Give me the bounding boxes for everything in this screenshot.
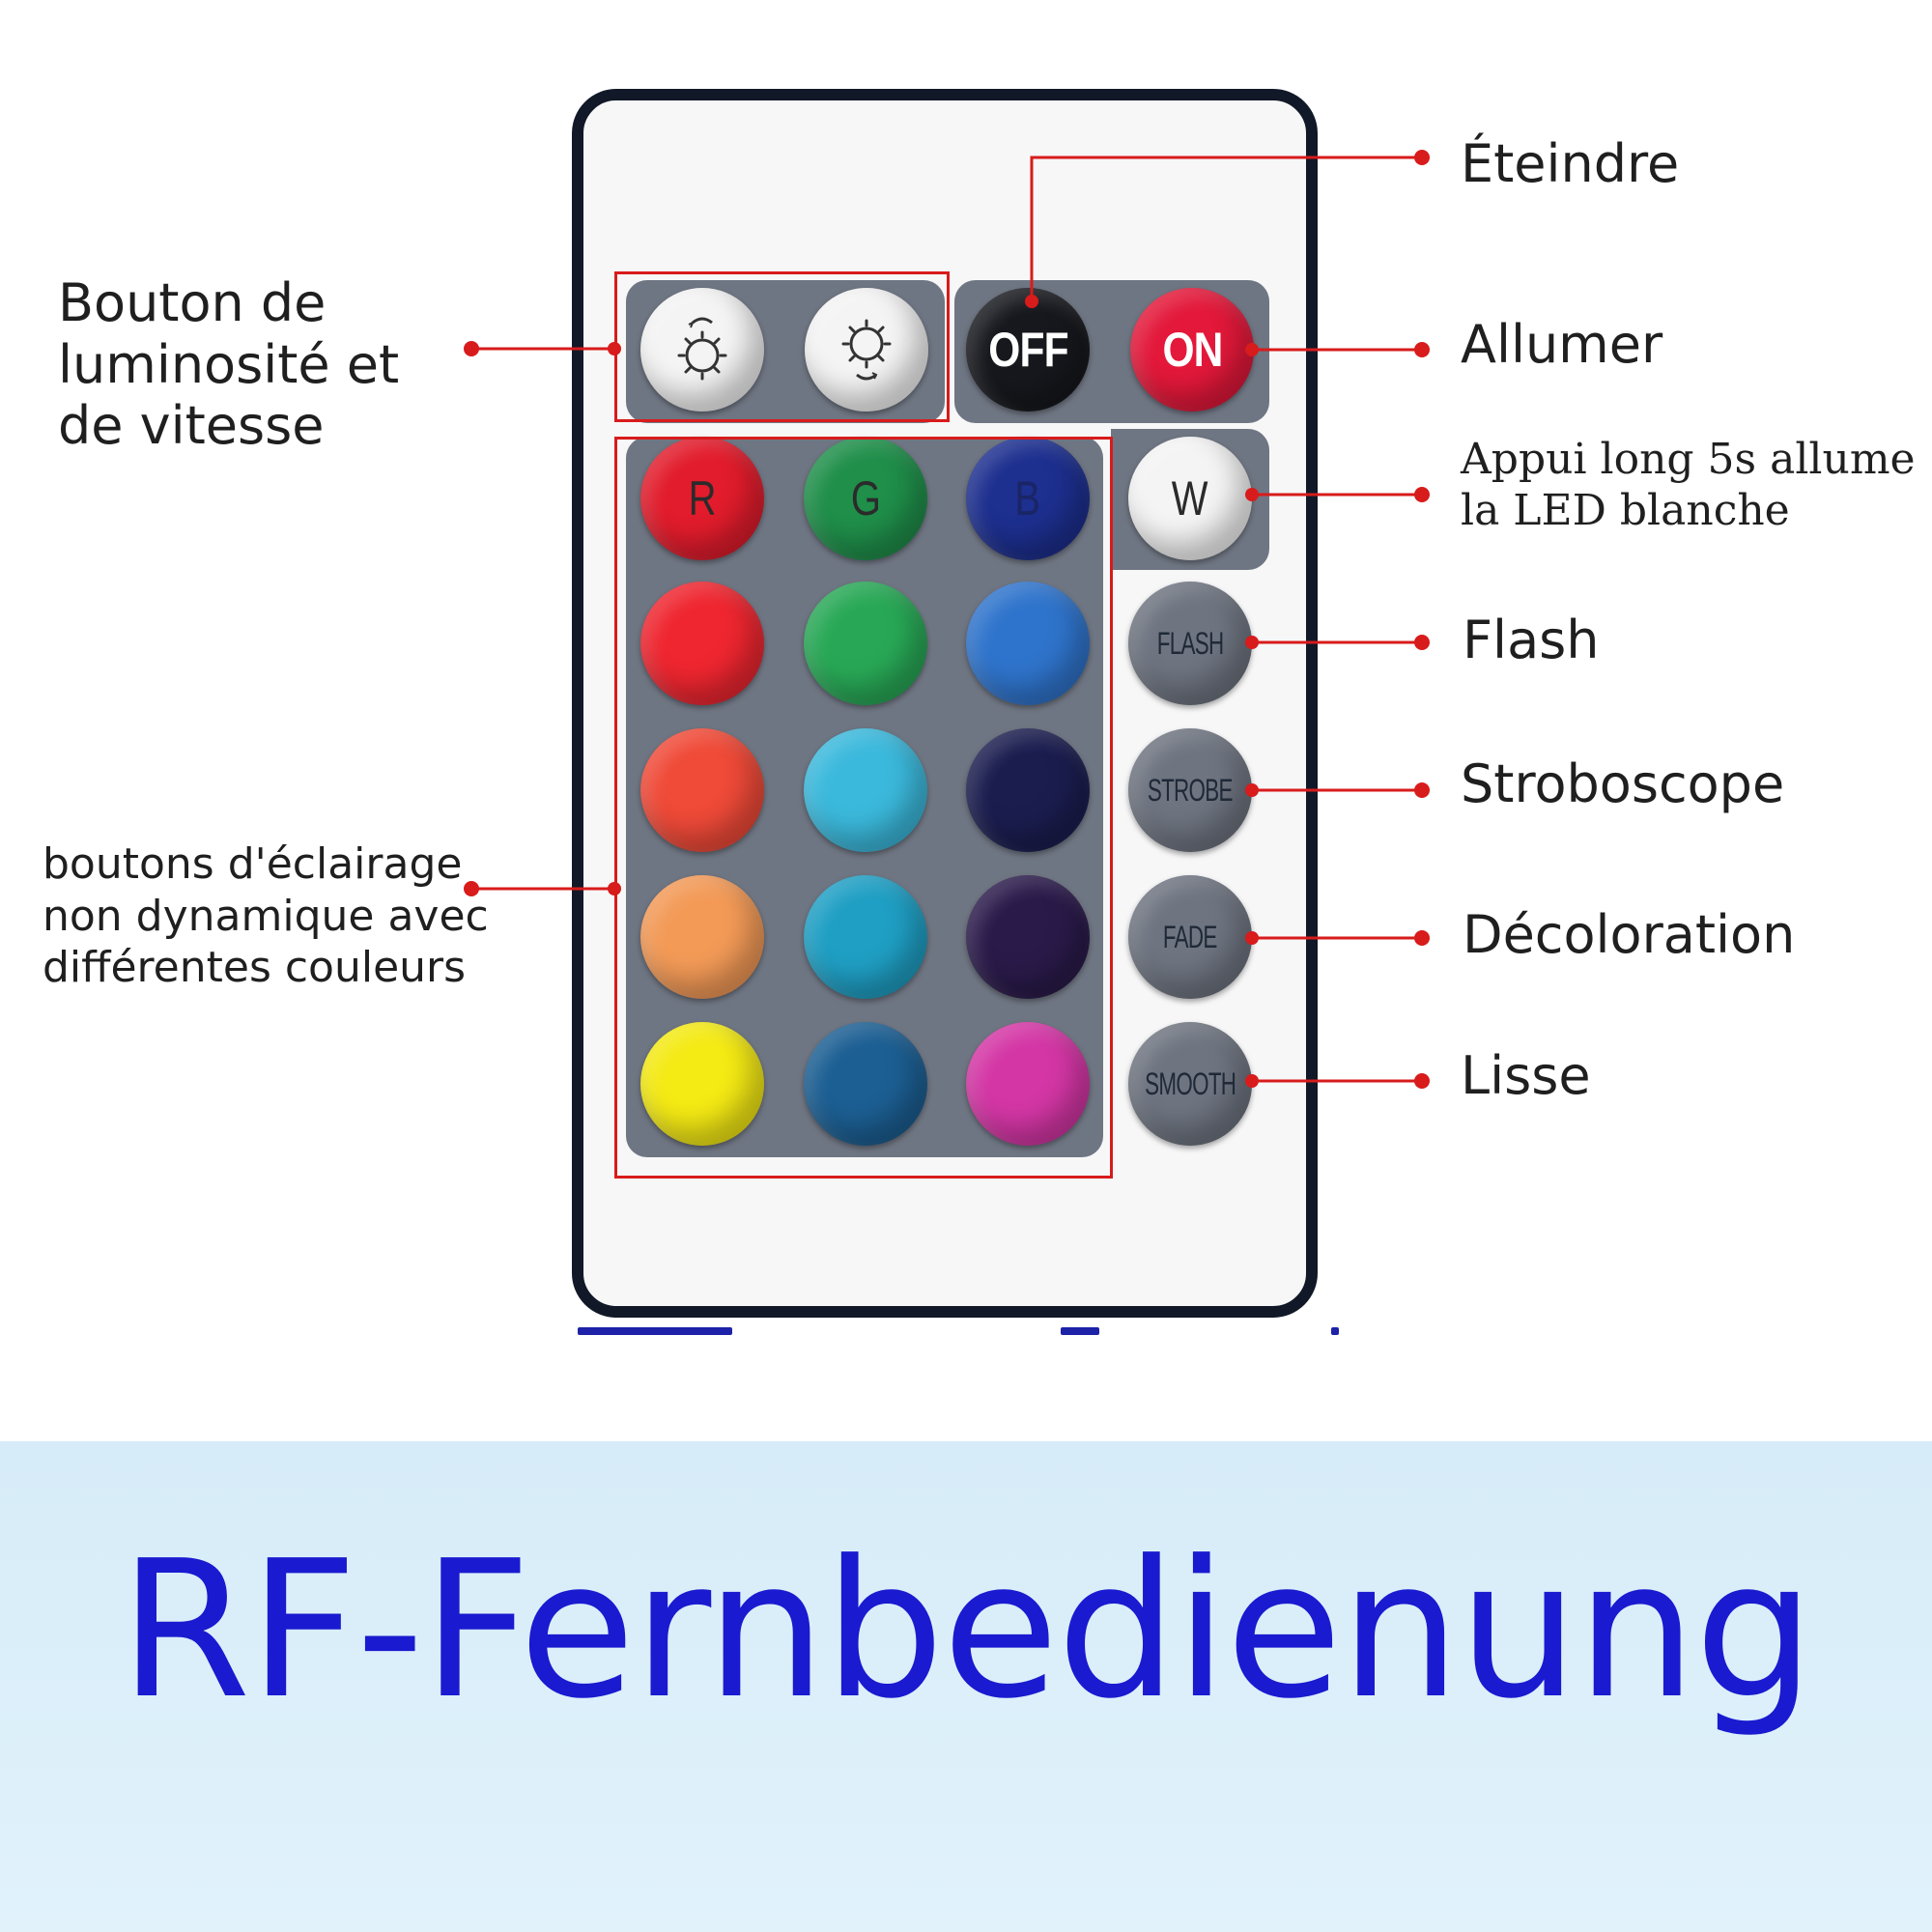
brightness-up-icon (677, 317, 727, 381)
smooth-callout-label: Lisse (1461, 1045, 1591, 1106)
white-callout-label: Appui long 5s allume la LED blanche (1461, 435, 1916, 535)
green-label: G (850, 471, 881, 526)
blue-button[interactable]: B (966, 437, 1090, 560)
flash-button[interactable]: FLASH (1128, 582, 1252, 705)
color-button[interactable] (640, 1022, 764, 1146)
callout-dot (1245, 343, 1259, 356)
off-label: OFF (987, 323, 1068, 377)
strobe-callout-label: Stroboscope (1461, 753, 1785, 814)
brightness-down-icon (841, 319, 892, 381)
color-button[interactable] (640, 728, 764, 852)
flash-callout-label: Flash (1463, 610, 1600, 670)
callout-dot (608, 342, 621, 355)
strobe-button[interactable]: STROBE (1128, 728, 1252, 852)
red-label: R (688, 471, 717, 526)
white-button[interactable]: W (1128, 437, 1252, 560)
color-button[interactable] (640, 875, 764, 999)
brightness-up-button[interactable] (640, 288, 764, 412)
callout-dot (608, 882, 621, 895)
callout-dot (1414, 150, 1430, 165)
flash-label: FLASH (1156, 625, 1224, 661)
static-colors-label: boutons d'éclairage non dynamique avec d… (43, 839, 489, 993)
white-label: W (1172, 471, 1208, 526)
strobe-label: STROBE (1148, 772, 1234, 808)
title-banner (0, 1441, 1932, 1932)
banner-title: RF-Fernbedienung (119, 1520, 1814, 1741)
blue-label: B (1014, 471, 1041, 526)
callout-dot (1025, 295, 1038, 308)
color-button[interactable] (804, 728, 927, 852)
red-button[interactable]: R (640, 437, 764, 560)
color-button[interactable] (804, 875, 927, 999)
on-button[interactable]: ON (1130, 288, 1254, 412)
fade-button[interactable]: FADE (1128, 875, 1252, 999)
green-button[interactable]: G (804, 437, 927, 560)
smooth-button[interactable]: SMOOTH (1128, 1022, 1252, 1146)
on-callout-label: Allumer (1461, 314, 1663, 375)
callout-dot (1245, 1074, 1259, 1088)
color-button[interactable] (966, 875, 1090, 999)
color-highlight-box (614, 437, 1113, 1179)
color-button[interactable] (804, 1022, 927, 1146)
callout-dot (1414, 635, 1430, 650)
callout-dot (1245, 931, 1259, 945)
color-button[interactable] (804, 582, 927, 705)
callout-dot (464, 881, 479, 896)
callout-dot (1414, 930, 1430, 946)
smooth-label: SMOOTH (1144, 1065, 1236, 1101)
cropped-text-fragment (1331, 1327, 1339, 1335)
off-callout-label: Éteindre (1461, 133, 1680, 194)
color-button[interactable] (640, 582, 764, 705)
brightness-down-button[interactable] (805, 288, 928, 412)
callout-dot (1245, 488, 1259, 501)
off-button[interactable]: OFF (966, 288, 1090, 412)
on-label: ON (1161, 323, 1223, 377)
brightness-speed-label: Bouton de luminosité et de vitesse (58, 272, 400, 457)
color-button[interactable] (966, 1022, 1090, 1146)
callout-dot (464, 341, 479, 356)
fade-label: FADE (1163, 919, 1217, 954)
cropped-text-fragment (578, 1327, 732, 1335)
callout-dot (1414, 487, 1430, 502)
color-button[interactable] (966, 582, 1090, 705)
color-button[interactable] (966, 728, 1090, 852)
callout-dot (1414, 342, 1430, 357)
callout-dot (1414, 782, 1430, 798)
cropped-text-fragment (1061, 1327, 1099, 1335)
fade-callout-label: Décoloration (1463, 904, 1796, 965)
callout-dot (1414, 1073, 1430, 1089)
callout-dot (1245, 636, 1259, 649)
callout-dot (1245, 783, 1259, 797)
